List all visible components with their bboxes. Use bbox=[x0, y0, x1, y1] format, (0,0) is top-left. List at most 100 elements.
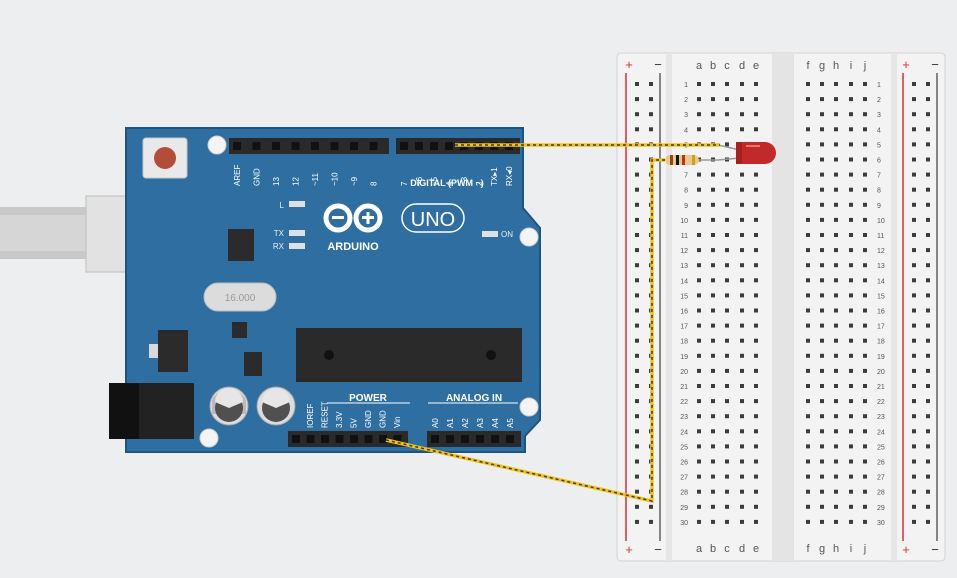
breadboard-hole[interactable] bbox=[697, 384, 701, 388]
breadboard-hole[interactable] bbox=[849, 263, 853, 268]
breadboard-hole[interactable] bbox=[754, 187, 758, 192]
breadboard-hole[interactable] bbox=[725, 112, 729, 117]
breadboard-hole[interactable] bbox=[754, 414, 758, 419]
rail-hole[interactable] bbox=[912, 127, 916, 132]
breadboard-hole[interactable] bbox=[820, 444, 824, 449]
rail-hole[interactable] bbox=[912, 444, 916, 449]
rail-hole[interactable] bbox=[926, 233, 930, 237]
header-socket[interactable] bbox=[350, 142, 358, 150]
rail-hole[interactable] bbox=[635, 248, 639, 253]
red-led[interactable] bbox=[717, 142, 776, 164]
rail-hole[interactable] bbox=[926, 474, 930, 479]
breadboard-hole[interactable] bbox=[725, 459, 729, 464]
rail-hole[interactable] bbox=[635, 157, 639, 162]
breadboard-hole[interactable] bbox=[834, 414, 838, 419]
rail-hole[interactable] bbox=[635, 399, 639, 404]
breadboard-hole[interactable] bbox=[754, 97, 758, 102]
rail-hole[interactable] bbox=[926, 157, 930, 162]
header-socket[interactable] bbox=[431, 435, 439, 443]
breadboard-hole[interactable] bbox=[806, 353, 810, 358]
breadboard-hole[interactable] bbox=[834, 353, 838, 358]
breadboard-hole[interactable] bbox=[740, 519, 744, 524]
rail-hole[interactable] bbox=[912, 504, 916, 509]
breadboard-hole[interactable] bbox=[725, 504, 729, 509]
breadboard-hole[interactable] bbox=[725, 444, 729, 449]
breadboard-hole[interactable] bbox=[725, 202, 729, 207]
breadboard-hole[interactable] bbox=[806, 217, 810, 222]
breadboard-hole[interactable] bbox=[697, 293, 701, 298]
breadboard-hole[interactable] bbox=[725, 82, 729, 86]
breadboard-hole[interactable] bbox=[849, 233, 853, 237]
breadboard-hole[interactable] bbox=[863, 157, 867, 162]
breadboard-hole[interactable] bbox=[754, 202, 758, 207]
header-socket[interactable] bbox=[446, 435, 454, 443]
rail-hole[interactable] bbox=[926, 112, 930, 117]
breadboard-hole[interactable] bbox=[697, 368, 701, 373]
rail-hole[interactable] bbox=[926, 399, 930, 404]
breadboard-hole[interactable] bbox=[740, 278, 744, 283]
breadboard-hole[interactable] bbox=[740, 399, 744, 404]
rail-hole[interactable] bbox=[635, 444, 639, 449]
rail-hole[interactable] bbox=[926, 504, 930, 509]
breadboard-hole[interactable] bbox=[754, 263, 758, 268]
breadboard-hole[interactable] bbox=[863, 187, 867, 192]
breadboard-hole[interactable] bbox=[834, 308, 838, 313]
rail-hole[interactable] bbox=[649, 127, 653, 132]
breadboard-hole[interactable] bbox=[697, 399, 701, 404]
breadboard-hole[interactable] bbox=[820, 202, 824, 207]
rail-hole[interactable] bbox=[635, 217, 639, 222]
breadboard-hole[interactable] bbox=[725, 338, 729, 343]
breadboard-hole[interactable] bbox=[697, 489, 701, 494]
breadboard-hole[interactable] bbox=[863, 233, 867, 237]
breadboard-hole[interactable] bbox=[754, 384, 758, 388]
rail-hole[interactable] bbox=[635, 519, 639, 524]
breadboard-hole[interactable] bbox=[863, 202, 867, 207]
rail-hole[interactable] bbox=[912, 187, 916, 192]
breadboard-hole[interactable] bbox=[834, 384, 838, 388]
breadboard-hole[interactable] bbox=[740, 429, 744, 434]
breadboard-hole[interactable] bbox=[740, 338, 744, 343]
breadboard-hole[interactable] bbox=[863, 278, 867, 283]
breadboard-hole[interactable] bbox=[849, 82, 853, 86]
breadboard-hole[interactable] bbox=[697, 202, 701, 207]
header-socket[interactable] bbox=[272, 142, 280, 150]
breadboard-hole[interactable] bbox=[806, 187, 810, 192]
breadboard-hole[interactable] bbox=[697, 263, 701, 268]
rail-hole[interactable] bbox=[635, 97, 639, 102]
header-socket[interactable] bbox=[445, 142, 453, 150]
rail-hole[interactable] bbox=[912, 368, 916, 373]
breadboard-hole[interactable] bbox=[849, 414, 853, 419]
breadboard-hole[interactable] bbox=[740, 474, 744, 479]
rail-hole[interactable] bbox=[926, 97, 930, 102]
breadboard-hole[interactable] bbox=[697, 519, 701, 524]
breadboard-hole[interactable] bbox=[697, 323, 701, 328]
breadboard-hole[interactable] bbox=[740, 459, 744, 464]
breadboard-hole[interactable] bbox=[740, 489, 744, 494]
breadboard-hole[interactable] bbox=[820, 429, 824, 434]
rail-hole[interactable] bbox=[635, 263, 639, 268]
breadboard-hole[interactable] bbox=[725, 489, 729, 494]
breadboard-hole[interactable] bbox=[849, 338, 853, 343]
breadboard-hole[interactable] bbox=[849, 127, 853, 132]
breadboard-hole[interactable] bbox=[754, 278, 758, 283]
rail-hole[interactable] bbox=[912, 172, 916, 177]
rail-hole[interactable] bbox=[912, 399, 916, 404]
rail-hole[interactable] bbox=[912, 459, 916, 464]
breadboard-hole[interactable] bbox=[711, 323, 715, 328]
rail-hole[interactable] bbox=[926, 142, 930, 147]
breadboard-hole[interactable] bbox=[697, 233, 701, 237]
breadboard-hole[interactable] bbox=[740, 233, 744, 237]
breadboard-hole[interactable] bbox=[849, 308, 853, 313]
rail-hole[interactable] bbox=[912, 82, 916, 86]
breadboard-hole[interactable] bbox=[711, 414, 715, 419]
breadboard-hole[interactable] bbox=[806, 323, 810, 328]
header-socket[interactable] bbox=[379, 435, 387, 443]
breadboard-hole[interactable] bbox=[697, 127, 701, 132]
breadboard-hole[interactable] bbox=[849, 248, 853, 253]
breadboard-hole[interactable] bbox=[849, 97, 853, 102]
arduino-uno-board[interactable]: 16.000 L TX RX ON bbox=[109, 127, 541, 453]
breadboard-hole[interactable] bbox=[697, 187, 701, 192]
breadboard-hole[interactable] bbox=[697, 97, 701, 102]
breadboard-hole[interactable] bbox=[806, 384, 810, 388]
breadboard-hole[interactable] bbox=[711, 112, 715, 117]
